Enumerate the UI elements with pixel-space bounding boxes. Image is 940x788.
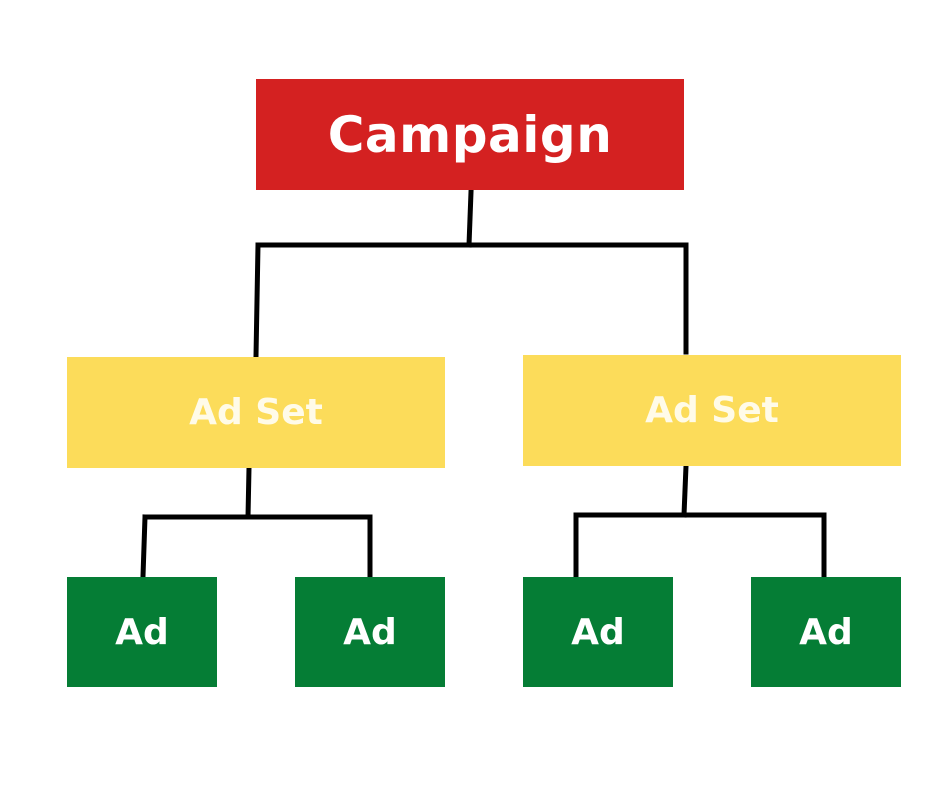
connector-adset-right-stem — [681, 463, 689, 518]
campaign-label: Campaign — [327, 105, 613, 164]
ad-label: Ad — [571, 611, 625, 653]
adset-label: Ad Set — [645, 390, 779, 431]
ad-node-1: Ad — [67, 577, 217, 687]
ad-node-2: Ad — [295, 577, 445, 687]
ad-label: Ad — [343, 611, 397, 653]
ad-node-4: Ad — [751, 577, 901, 687]
campaign-node: Campaign — [256, 79, 684, 190]
connector-adset-left-stem — [245, 465, 252, 520]
adset-label: Ad Set — [189, 392, 323, 433]
ad-label: Ad — [115, 611, 169, 653]
connector-to-adset-left — [253, 242, 261, 359]
adset-node-right: Ad Set — [523, 355, 901, 466]
connector-to-ad-1 — [140, 514, 148, 579]
ad-node-3: Ad — [523, 577, 673, 687]
adset-node-left: Ad Set — [67, 357, 445, 468]
ad-label: Ad — [799, 611, 853, 653]
connector-campaign-stem — [466, 189, 474, 248]
